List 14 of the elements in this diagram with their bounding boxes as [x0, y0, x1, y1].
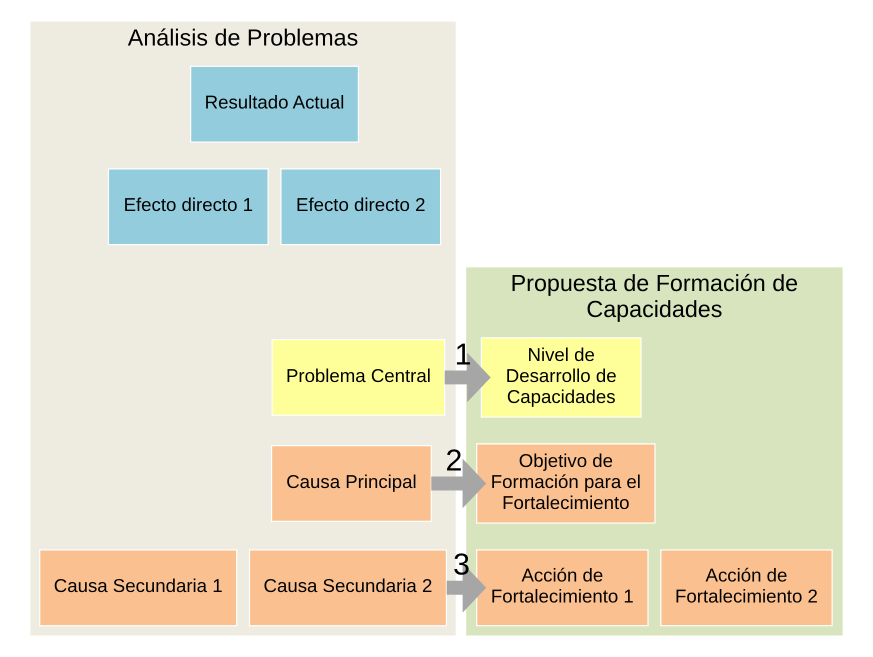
node-box: Problema Central — [272, 338, 446, 416]
node-box: Resultado Actual — [190, 66, 359, 143]
node-box: Causa Principal — [271, 445, 432, 522]
node-box: Acción de Fortalecimiento 2 — [660, 549, 833, 626]
node-box: Acción de Fortalecimiento 1 — [476, 549, 649, 626]
node-box: Efecto directo 1 — [108, 168, 269, 246]
arrow — [446, 562, 486, 613]
arrow — [444, 352, 491, 402]
node-box: Nivel de Desarrollo de Capacidades — [480, 337, 642, 418]
node-box: Objetivo de Formación para el Fortalecimiento — [476, 443, 656, 524]
node-box: Causa Secundaria 2 — [248, 549, 447, 626]
node-box: Causa Secundaria 1 — [39, 549, 238, 626]
arrow — [431, 458, 486, 508]
node-box: Efecto directo 2 — [280, 168, 442, 246]
